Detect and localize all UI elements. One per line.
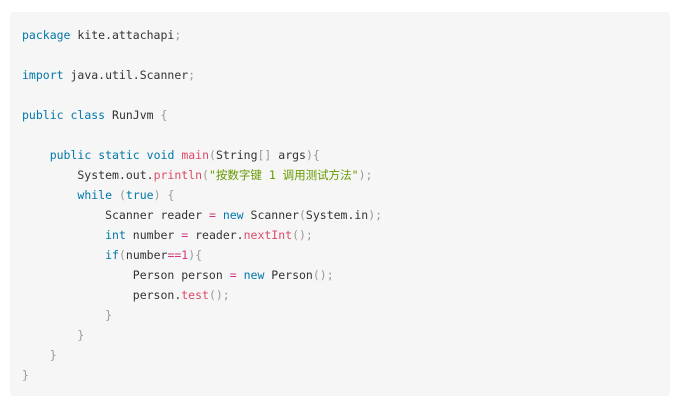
code-line: if(number==1){ xyxy=(22,245,382,265)
code-token: String xyxy=(215,148,258,162)
code-token: test xyxy=(181,288,209,302)
code-token: System.out. xyxy=(22,168,154,182)
code-token: } xyxy=(77,328,85,342)
code-token: == xyxy=(167,248,182,262)
code-token: ( xyxy=(298,208,306,222)
code-token xyxy=(22,248,105,262)
code-token xyxy=(22,228,105,242)
code-line: while (true) { xyxy=(22,185,382,205)
code-token: [] xyxy=(257,148,272,162)
code-token: } xyxy=(105,308,113,322)
code-token: Scanner reader xyxy=(22,208,209,222)
code-line: } xyxy=(22,345,382,365)
code-token xyxy=(216,208,223,222)
code-token: kite.attachapi xyxy=(70,28,175,42)
code-token: System.in xyxy=(305,208,369,222)
code-token: } xyxy=(22,368,29,382)
code-line xyxy=(22,45,382,65)
code-token: { xyxy=(160,108,168,122)
code-token: ; xyxy=(174,28,182,42)
code-line: } xyxy=(22,305,382,325)
code-token: (); xyxy=(312,268,334,282)
code-token: = xyxy=(208,208,216,222)
code-token: true xyxy=(125,188,154,202)
code-token: args xyxy=(271,148,306,162)
code-token: void xyxy=(146,148,175,162)
code-token xyxy=(22,148,50,162)
code-token: } xyxy=(49,348,57,362)
code-token: = xyxy=(181,228,189,242)
code-token: RunJvm xyxy=(105,108,161,122)
code-line xyxy=(22,125,382,145)
code-token: public xyxy=(22,108,64,122)
code-token: ( xyxy=(209,148,216,162)
code-token: ){ xyxy=(305,148,320,162)
code-token: (); xyxy=(292,228,313,242)
code-line: } xyxy=(22,365,382,385)
code-line: public class RunJvm { xyxy=(22,105,382,125)
code-line: int number = reader.nextInt(); xyxy=(22,225,382,245)
code-line: System.out.println("按数字键 1 调用测试方法"); xyxy=(22,165,382,185)
code-line: Scanner reader = new Scanner(System.in); xyxy=(22,205,382,225)
code-token xyxy=(22,188,77,202)
code-token: println xyxy=(153,168,203,182)
code-line: person.test(); xyxy=(22,285,382,305)
code-token xyxy=(140,148,147,162)
code-token: main xyxy=(181,148,210,162)
code-line: package kite.attachapi; xyxy=(22,25,382,45)
code-token: while xyxy=(77,188,113,202)
code-token: java.util.Scanner xyxy=(63,68,189,82)
code-token: "按数字键 1 调用测试方法" xyxy=(208,168,359,182)
code-token: (); xyxy=(208,288,230,302)
code-token: reader. xyxy=(188,228,244,242)
code-token: ); xyxy=(368,208,383,222)
code-token: { xyxy=(167,188,175,202)
code-token: 1 xyxy=(181,248,189,262)
code-content: package kite.attachapi; import java.util… xyxy=(22,25,382,385)
code-token: person. xyxy=(22,288,182,302)
code-line: } xyxy=(22,325,382,345)
code-token: if xyxy=(105,248,119,262)
code-token: ( xyxy=(118,188,126,202)
code-token: ( xyxy=(118,248,126,262)
code-line: public static void main(String[] args){ xyxy=(22,145,382,165)
code-block: package kite.attachapi; import java.util… xyxy=(10,12,670,396)
code-token: int xyxy=(105,228,126,242)
code-token: ) xyxy=(153,188,161,202)
code-token: class xyxy=(70,108,106,122)
code-line xyxy=(22,85,382,105)
code-token: = xyxy=(229,268,237,282)
code-token xyxy=(112,188,119,202)
code-token: nextInt xyxy=(243,228,293,242)
code-token: ){ xyxy=(188,248,203,262)
code-token: number xyxy=(125,248,168,262)
code-token xyxy=(22,308,105,322)
code-token: public xyxy=(49,148,92,162)
code-token: Person xyxy=(264,268,313,282)
code-token: new xyxy=(222,208,244,222)
code-token: static xyxy=(98,148,140,162)
code-line: Person person = new Person(); xyxy=(22,265,382,285)
code-token xyxy=(22,328,77,342)
code-token: ); xyxy=(358,168,373,182)
code-token: new xyxy=(243,268,265,282)
code-token: number xyxy=(125,228,182,242)
code-token: Person person xyxy=(22,268,230,282)
code-token: Scanner xyxy=(243,208,299,222)
code-line: import java.util.Scanner; xyxy=(22,65,382,85)
code-token: import xyxy=(22,68,64,82)
code-token: ( xyxy=(202,168,209,182)
code-token xyxy=(22,348,50,362)
code-token: package xyxy=(22,28,71,42)
code-token: ; xyxy=(188,68,196,82)
code-token xyxy=(237,268,244,282)
